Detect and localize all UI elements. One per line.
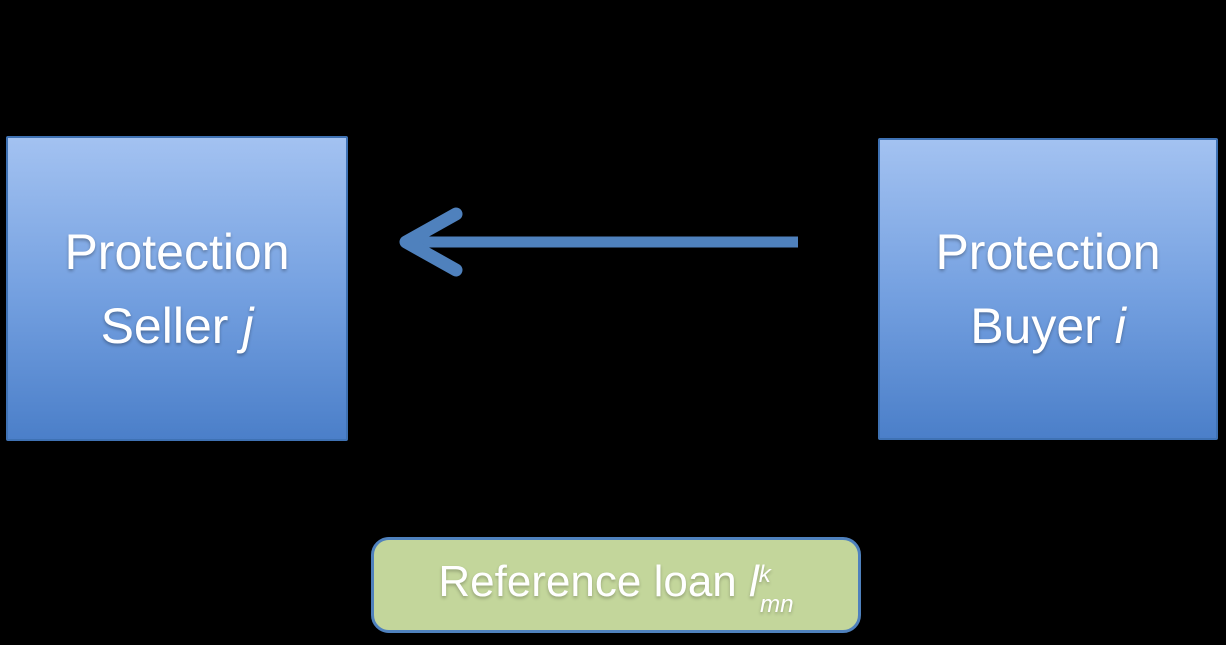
buyer-variable: i [1114,298,1126,354]
protection-seller-label: Protection Seller j [64,215,289,363]
loan-label-prefix: Reference loan [438,556,750,606]
buyer-label-line2-prefix: Buyer [970,298,1115,354]
seller-variable: j [242,297,254,354]
loan-variable: l [749,556,759,606]
protection-seller-box: Protection Seller j [6,136,348,441]
loan-superscript: k [758,561,771,589]
protection-buyer-box: Protection Buyer i [878,138,1218,440]
reference-loan-box: Reference loan lkmn [371,537,861,633]
loan-subscript: mn [760,591,794,619]
buyer-label-line2: Buyer i [935,289,1160,363]
arrow-head-icon [399,207,463,277]
protection-buyer-label: Protection Buyer i [935,215,1160,363]
seller-label-line2-prefix: Seller [100,297,243,354]
reference-loan-label: Reference loan lkmn [438,556,793,618]
seller-label-line1: Protection [64,223,290,280]
buyer-label-line1: Protection [935,224,1161,280]
seller-label-line2: Seller j [64,289,289,363]
